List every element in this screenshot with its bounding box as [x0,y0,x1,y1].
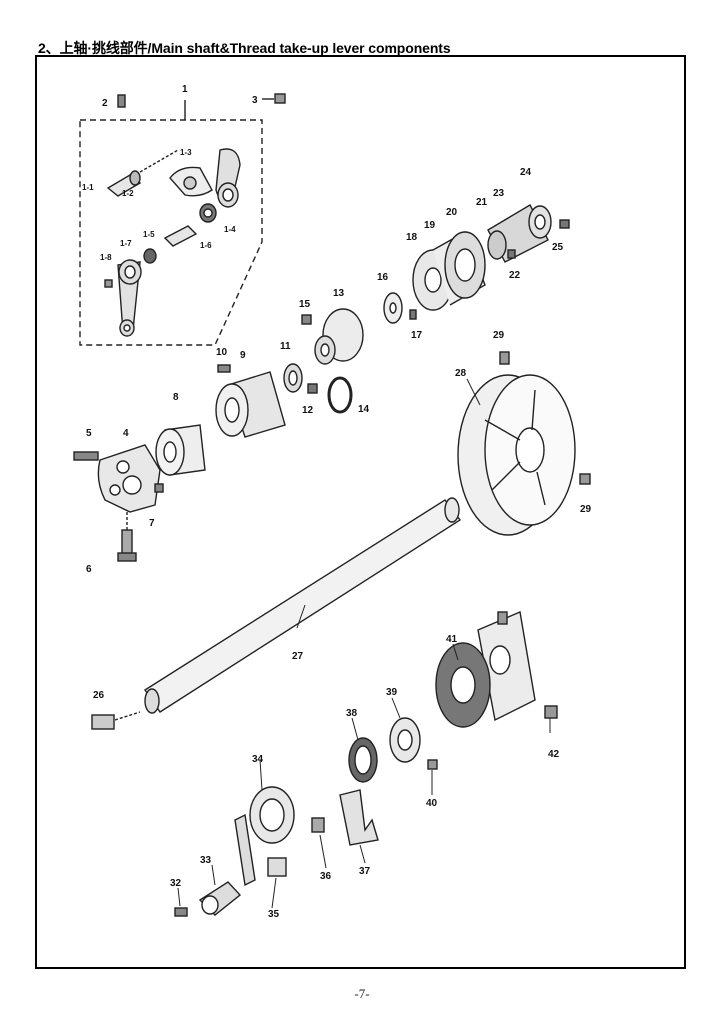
part-1-4-bearing [199,203,217,223]
part-29-pin-right [579,473,591,485]
callout-19: 19 [424,220,436,231]
part-2-screw [117,94,126,108]
callout-21: 21 [476,197,488,208]
part-40-screw [427,759,438,770]
callout-5: 5 [86,428,92,439]
part-4-crank [97,444,161,513]
callout-1-4: 1-4 [224,225,236,234]
callout-12: 12 [302,405,314,416]
callout-14: 14 [358,404,370,415]
page-title: 2、上轴·挑线部件/Main shaft&Thread take-up leve… [38,40,451,56]
part-18-20-pulley [412,230,486,311]
callout-29-right: 29 [580,504,592,515]
callout-7: 7 [149,518,155,529]
part-26-screw [91,711,141,730]
callout-28: 28 [455,368,467,379]
callout-4: 4 [123,428,129,439]
callout-26: 26 [93,690,105,701]
part-7-screw [154,483,164,493]
part-10-screw [217,364,231,373]
part-11-collar [283,363,303,393]
callout-11: 11 [280,341,291,352]
callout-20: 20 [446,207,458,218]
callout-8: 8 [173,392,179,403]
callout-41: 41 [446,634,458,645]
part-3-screw [262,93,286,104]
part-6-screw [117,512,137,562]
part-29-pin-top [499,351,510,365]
part-16-plate [383,292,403,324]
diagram-frame [35,55,686,969]
part-25-screw [559,219,570,229]
part-21-24-coupling [487,204,552,263]
part-39-collar [389,717,421,763]
part-35-block [267,857,287,877]
callout-33: 33 [200,855,212,866]
part-5-screw [73,451,99,461]
part-22-screw [507,249,516,259]
callout-1-8: 1-8 [100,253,112,262]
callout-36: 36 [320,871,332,882]
part-41-screw-top [497,611,508,625]
callout-10: 10 [216,347,228,358]
part-28-housing [457,374,576,536]
part-42-screw [544,705,558,719]
callout-1-2: 1-2 [122,189,134,198]
callout-9: 9 [240,350,246,361]
callout-1: 1 [182,84,188,95]
part-8-bushing [155,424,206,476]
callout-1-5: 1-5 [143,230,155,239]
callout-34: 34 [252,754,264,765]
part-27-main-shaft [144,497,462,714]
callout-38: 38 [346,708,358,719]
callout-22: 22 [509,270,521,281]
callout-16: 16 [377,272,389,283]
part-9-balancer [215,371,286,438]
part-41-gear-housing [435,611,536,728]
callout-32: 32 [170,878,182,889]
part-17-screw [409,309,417,320]
callout-25: 25 [552,242,564,253]
part-1-1-pin [106,149,179,197]
part-37-guide [339,789,379,846]
callout-39: 39 [386,687,398,698]
callout-1-3: 1-3 [180,148,192,157]
callout-15: 15 [299,299,311,310]
subassembly-1-box [79,119,263,346]
callout-23: 23 [493,188,505,199]
part-12-screw [307,383,318,394]
part-1-3-crank [169,148,241,208]
part-13-eccentric [314,308,364,365]
callout-27: 27 [292,651,304,662]
part-33-crank [198,881,242,916]
exploded-parts-diagram: 1 1-1 1-2 1-3 1-4 1-5 1-6 1-7 1-8 2 3 4 … [73,84,592,920]
callout-13: 13 [333,288,345,299]
callout-1-1: 1-1 [82,183,94,192]
callout-6: 6 [86,564,92,575]
part-38-gear [348,737,378,783]
callout-3: 3 [252,95,258,106]
part-36-screw [311,817,325,833]
page-number: -7- [354,986,370,1001]
part-1-5-pin [143,225,198,264]
callout-1-6: 1-6 [200,241,212,250]
callout-24: 24 [520,167,532,178]
callout-17: 17 [411,330,423,341]
callout-1-7: 1-7 [120,239,132,248]
callout-2: 2 [102,98,108,109]
callout-18: 18 [406,232,418,243]
callout-42: 42 [548,749,560,760]
callout-37: 37 [359,866,371,877]
callout-40: 40 [426,798,438,809]
part-14-ring [327,376,353,414]
callout-29-top: 29 [493,330,505,341]
callout-35: 35 [268,909,280,920]
part-34-rod [234,786,295,887]
part-15-screw [301,314,312,325]
part-32-screw [174,907,188,917]
part-1-7-link [104,259,142,337]
